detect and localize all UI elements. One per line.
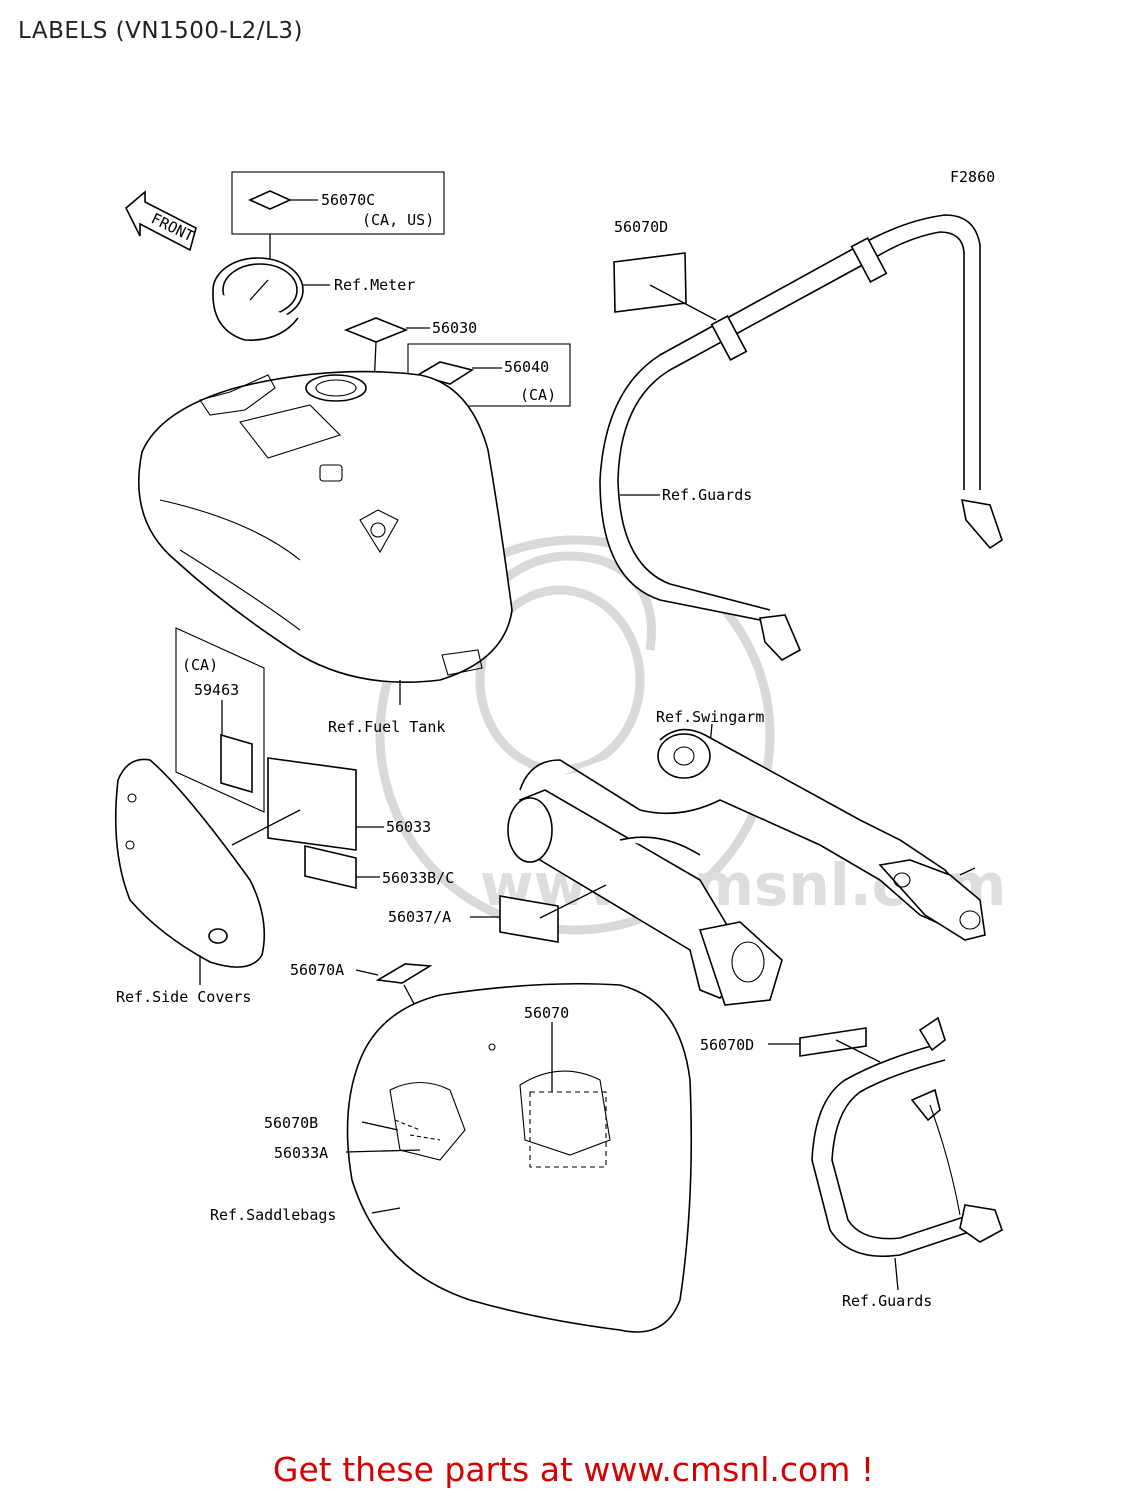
label-56030: 56030 bbox=[432, 319, 477, 337]
swingarm-part bbox=[470, 723, 986, 1006]
fuel-tank-part bbox=[138, 370, 513, 705]
label-ref-side-covers: Ref.Side Covers bbox=[116, 988, 251, 1006]
footer-link[interactable]: Get these parts at www.cmsnl.com ! bbox=[272, 1450, 875, 1489]
label-ref-saddlebags: Ref.Saddlebags bbox=[210, 1206, 336, 1224]
label-ca-us: (CA, US) bbox=[362, 211, 434, 229]
label-56033a: 56033A bbox=[274, 1144, 328, 1162]
diagram-title: LABELS (VN1500-L2/L3) bbox=[18, 18, 303, 44]
label-56040: 56040 bbox=[504, 358, 549, 376]
label-ref-meter: Ref.Meter bbox=[334, 276, 415, 294]
label-ca-59463: (CA) bbox=[182, 656, 218, 674]
saddlebag-part bbox=[345, 963, 693, 1333]
label-56070d-bottom: 56070D bbox=[700, 1036, 754, 1054]
label-56070: 56070 bbox=[524, 1004, 569, 1022]
label-ca-56040: (CA) bbox=[520, 386, 556, 404]
label-ref-guards-bottom: Ref.Guards bbox=[842, 1292, 932, 1310]
front-arrow-icon: FRONT bbox=[125, 190, 197, 252]
label-ref-fuel-tank: Ref.Fuel Tank bbox=[328, 718, 445, 736]
label-59463: 59463 bbox=[194, 681, 239, 699]
label-56070a: 56070A bbox=[290, 961, 344, 979]
label-56033bc: 56033B/C bbox=[382, 869, 454, 887]
label-ref-guards-top: Ref.Guards bbox=[662, 486, 752, 504]
figure-code: F2860 bbox=[950, 168, 995, 186]
top-guard-part bbox=[599, 214, 1003, 662]
label-56070b: 56070B bbox=[264, 1114, 318, 1132]
meter-part bbox=[212, 171, 445, 341]
label-56070d-top: 56070D bbox=[614, 218, 668, 236]
label-56070c: 56070C bbox=[321, 191, 375, 209]
label-ref-swingarm: Ref.Swingarm bbox=[656, 708, 764, 726]
bottom-guard-part bbox=[768, 1016, 1003, 1291]
side-cover-part bbox=[114, 627, 384, 985]
label-56037a: 56037/A bbox=[388, 908, 451, 926]
label-56033: 56033 bbox=[386, 818, 431, 836]
